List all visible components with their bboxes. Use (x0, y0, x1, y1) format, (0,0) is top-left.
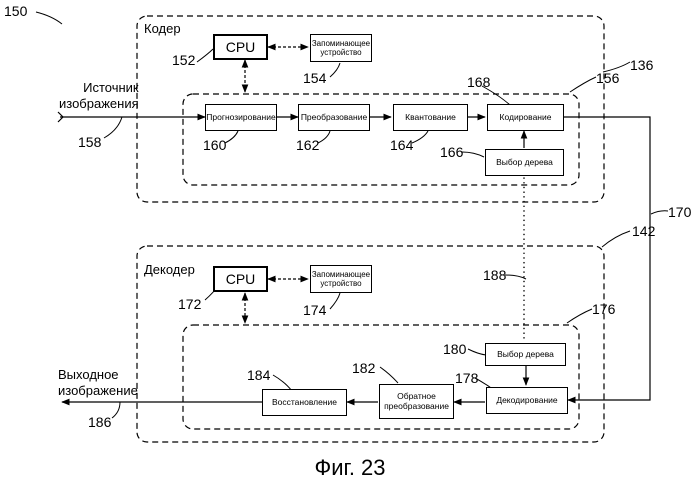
ref-142: 142 (632, 224, 655, 238)
ref-164: 164 (390, 138, 413, 152)
ref-136: 136 (630, 58, 653, 72)
output-image-label: Выходное изображение (58, 367, 138, 398)
decode-block: Декодирование (486, 387, 568, 414)
ref-180: 180 (443, 342, 466, 356)
inverse-transform-block: Обратное преобразование (379, 384, 454, 419)
leader-160 (225, 131, 238, 143)
ref-188: 188 (483, 268, 506, 282)
decoder-memory-block: Запоминающее устройство (310, 265, 372, 293)
leader-180 (468, 349, 486, 355)
encoder-title: Кодер (144, 22, 181, 35)
ref-174: 174 (303, 303, 326, 317)
ref-154: 154 (303, 71, 326, 85)
encoder-tree-select-block: Выбор дерева (485, 149, 564, 176)
leader-166 (462, 152, 484, 157)
encoder-cpu-block: CPU (213, 34, 268, 60)
predict-block: Прогнозирование (205, 104, 277, 131)
ref-178: 178 (455, 371, 478, 385)
ref-182: 182 (352, 361, 375, 375)
ref-176: 176 (592, 302, 615, 316)
leader-154 (330, 63, 340, 77)
decoder-tree-select-block: Выбор дерева (485, 343, 566, 366)
leader-162 (318, 131, 330, 143)
leader-182 (380, 367, 398, 383)
leader-156 (570, 77, 596, 92)
decoder-title: Декодер (144, 263, 195, 276)
leader-152 (197, 49, 213, 62)
ref-166: 166 (440, 145, 463, 159)
quantize-block: Квантование (393, 104, 468, 131)
ref-162: 162 (296, 138, 319, 152)
leader-150 (36, 12, 62, 24)
leader-158 (104, 117, 122, 138)
source-image-label: Источник изображения (59, 80, 139, 111)
ref-160: 160 (203, 138, 226, 152)
leader-170 (651, 211, 668, 214)
ref-152: 152 (172, 53, 195, 67)
ref-158: 158 (78, 135, 101, 149)
leader-164 (412, 131, 428, 143)
ref-150: 150 (4, 4, 27, 18)
figure-caption: Фиг. 23 (0, 455, 700, 481)
restore-block: Восстановление (262, 389, 347, 416)
ref-184: 184 (247, 368, 270, 382)
encoder-memory-block: Запоминающее устройство (310, 34, 372, 62)
channel-170 (564, 117, 650, 400)
decoder-cpu-block: CPU (213, 266, 268, 292)
leader-174 (330, 293, 340, 309)
encode-block: Кодирование (487, 104, 564, 131)
leader-188 (505, 275, 526, 279)
leader-142 (602, 231, 630, 247)
ref-156: 156 (596, 71, 619, 85)
leader-186 (112, 402, 120, 418)
leader-176 (567, 309, 592, 323)
ref-168: 168 (467, 75, 490, 89)
ref-172: 172 (178, 297, 201, 311)
transform-block: Преобразование (298, 104, 370, 131)
ref-186: 186 (88, 415, 111, 429)
ref-170: 170 (668, 205, 691, 219)
